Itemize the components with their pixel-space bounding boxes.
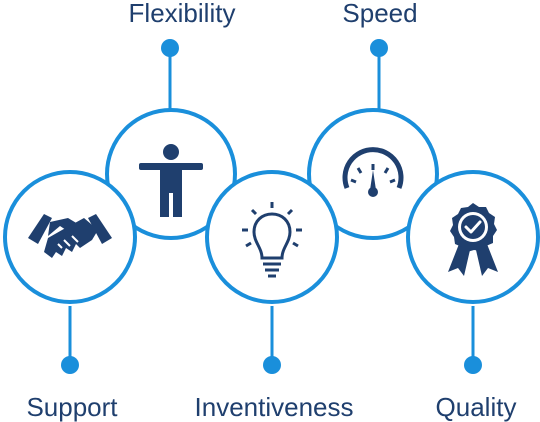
person-icon [139,144,203,217]
speedometer-icon [342,147,404,197]
label-speed: Speed [342,0,418,28]
dot-quality [464,356,482,374]
lightbulb-icon [242,202,302,278]
award-badge-icon [448,203,498,276]
dots [61,39,482,374]
label-flexibility: Flexibility [128,0,236,28]
label-inventiveness: Inventiveness [194,392,354,422]
dot-speed [370,39,388,57]
dot-inventiveness [263,356,281,374]
label-support: Support [26,392,118,422]
connectors [68,48,475,364]
dot-support [61,356,79,374]
handshake-icon [28,214,112,258]
dot-flexibility [161,39,179,57]
label-quality: Quality [435,392,517,422]
ring-inventiveness [205,170,339,304]
